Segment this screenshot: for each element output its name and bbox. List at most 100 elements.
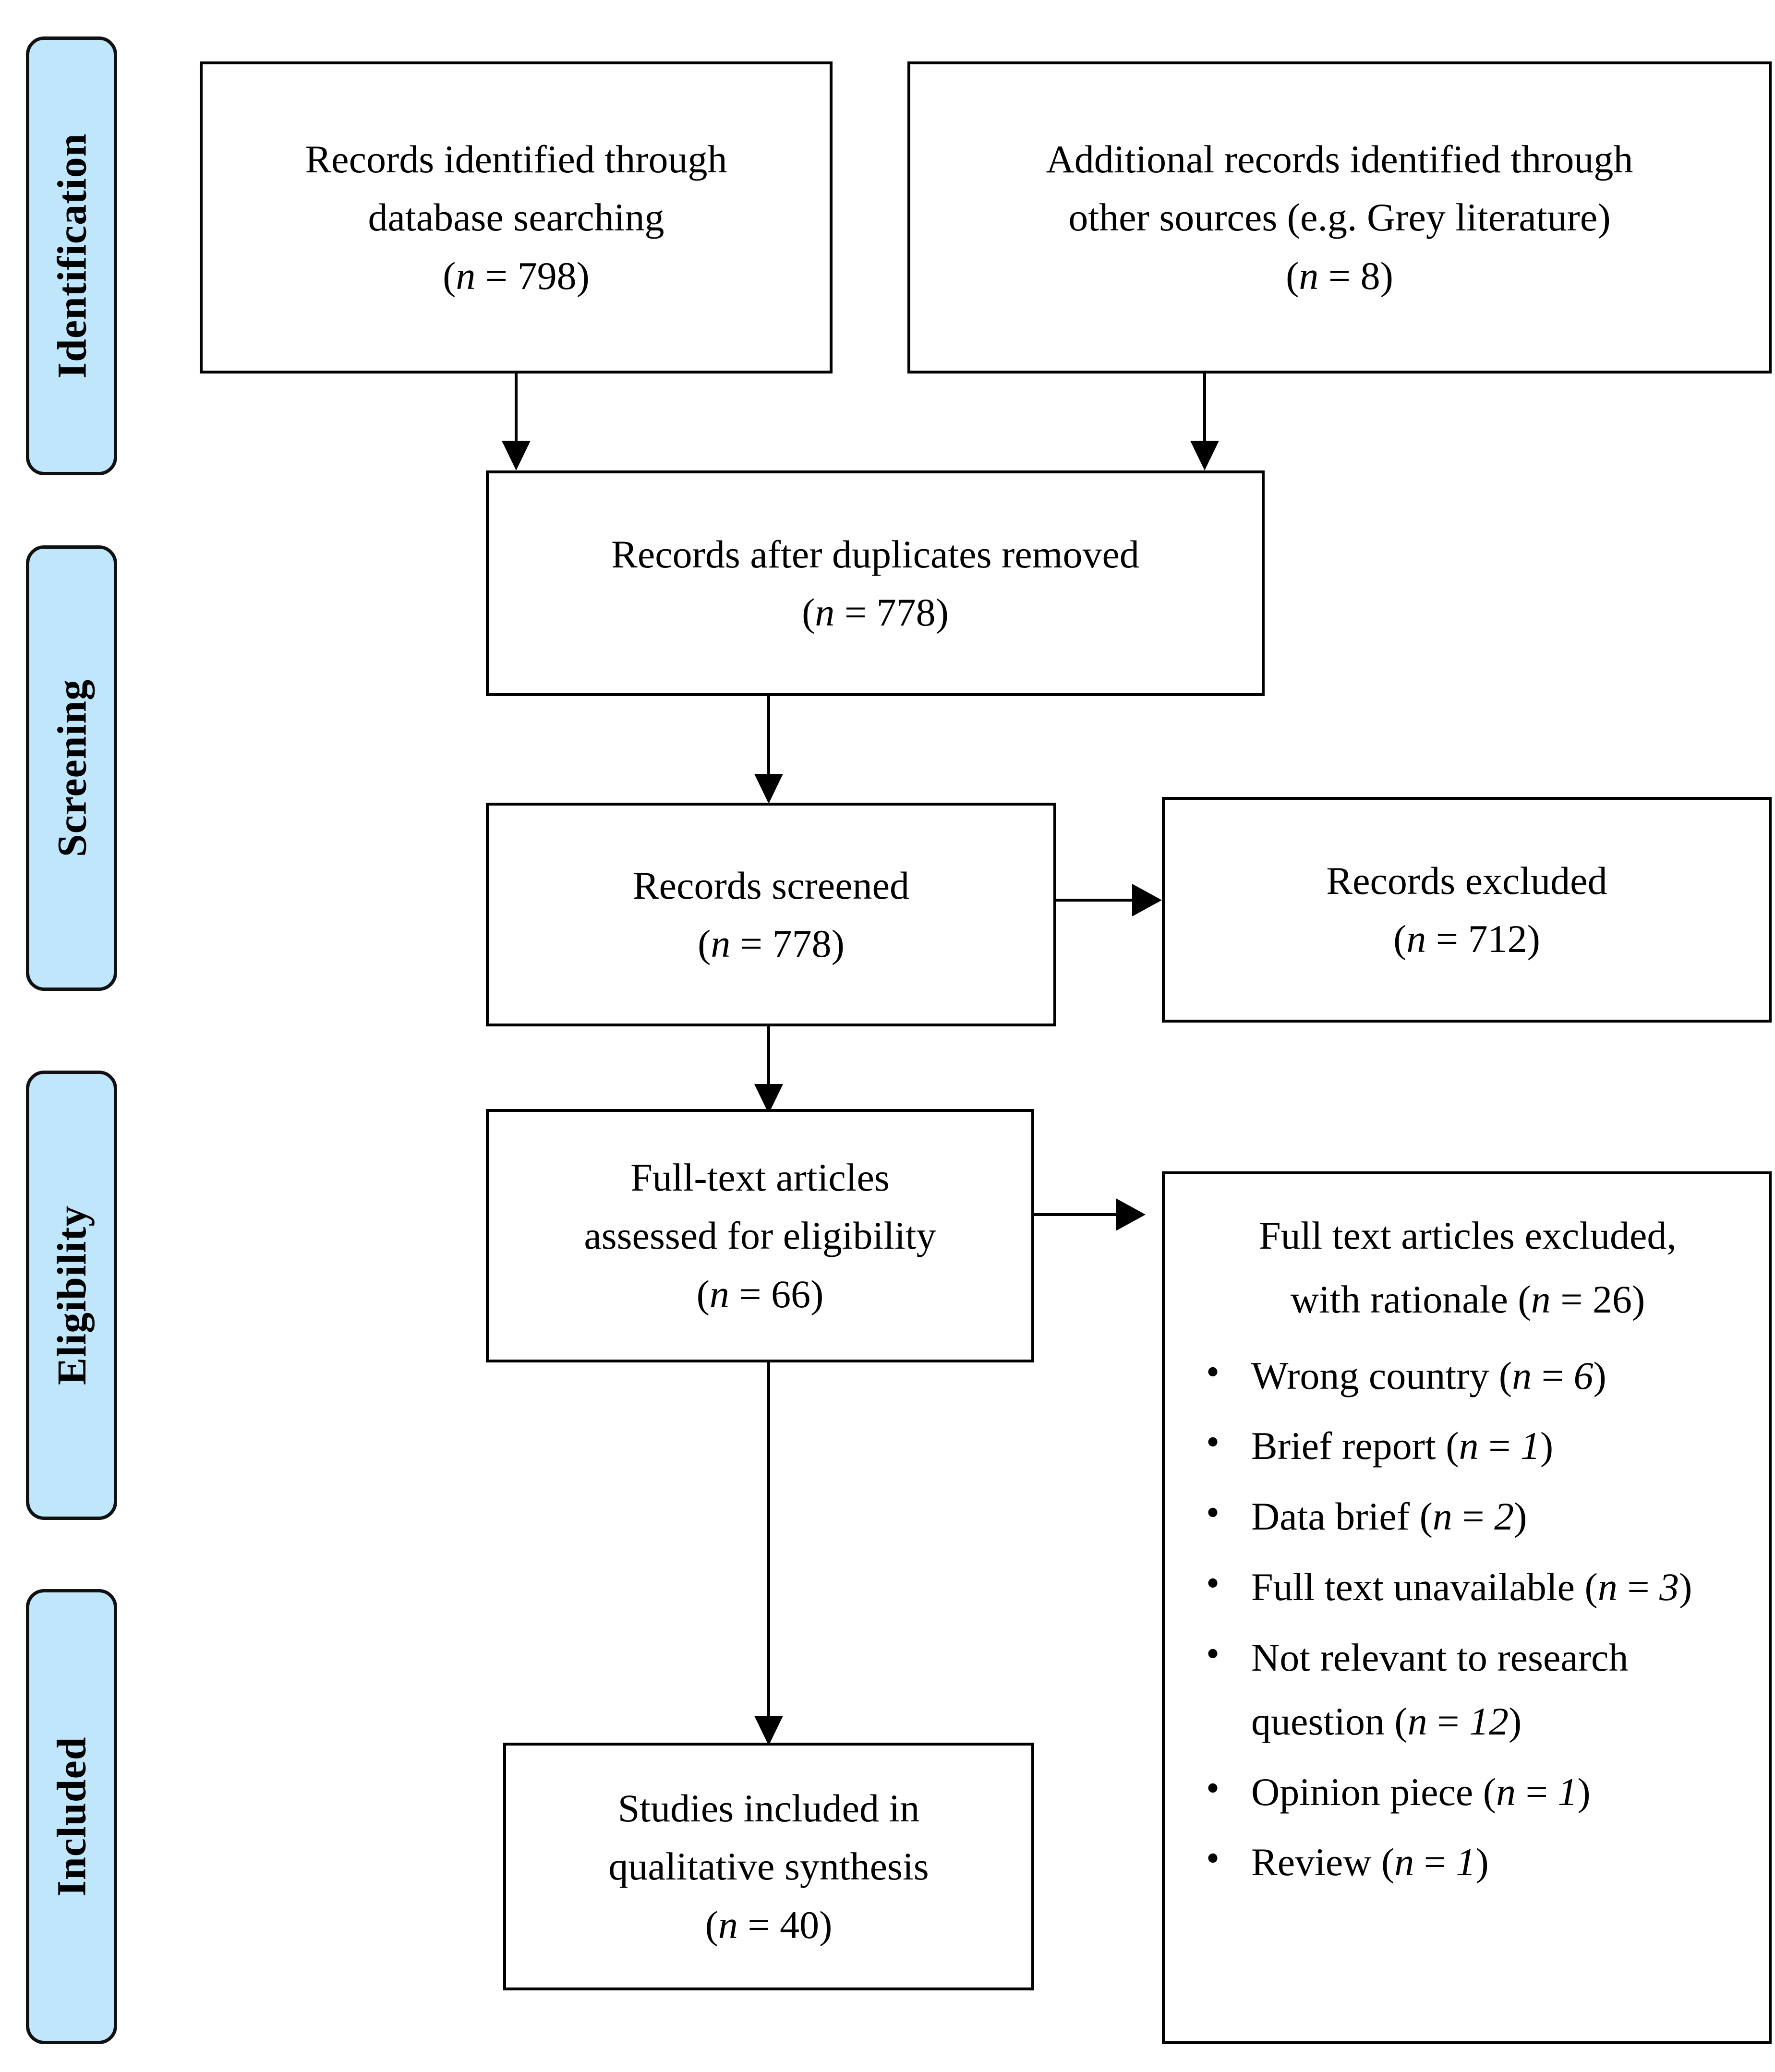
box-records-after-duplicates-line1: Records after duplicates removed (611, 532, 1139, 576)
equals: = (1516, 1770, 1558, 1814)
reason-label: Review ( (1251, 1840, 1395, 1884)
reason-label: Data brief ( (1251, 1494, 1433, 1539)
paren-open: ( (1393, 917, 1407, 961)
paren-close: ) (1577, 1770, 1591, 1814)
stage-label-included: Included (48, 1736, 95, 1897)
stage-tab-identification: Identification (26, 36, 117, 475)
list-item: Wrong country (n = 6) (1186, 1341, 1750, 1408)
equals: = (834, 590, 877, 634)
equals: = (737, 1903, 780, 1947)
box-records-screened-line1: Records screened (632, 863, 909, 907)
box-studies-included: Studies included in qualitative synthesi… (503, 1743, 1034, 1990)
stage-label-screening: Screening (48, 679, 95, 857)
equals: = (1318, 253, 1361, 298)
box-fulltext-excluded-rationale: Full text articles excluded, with ration… (1162, 1171, 1772, 2044)
box-additional-records-count: (n = 8) (1286, 247, 1393, 305)
count-value: 712 (1468, 917, 1527, 961)
excl-title-line2: with rationale (n = 26) (1186, 1268, 1750, 1332)
n-symbol: n (815, 590, 835, 634)
stage-tab-included: Included (26, 1589, 117, 2044)
equals: = (1478, 1424, 1521, 1468)
reason-label: Full text unavailable ( (1251, 1565, 1598, 1609)
reason-label: Wrong country ( (1251, 1353, 1512, 1397)
box-studies-included-count: (n = 40) (705, 1896, 833, 1954)
count-value: 798 (517, 253, 577, 298)
count-value: 40 (780, 1903, 820, 1947)
equals: = (1532, 1353, 1574, 1397)
reason-label: Opinion piece ( (1251, 1770, 1497, 1814)
count-value: 8 (1360, 253, 1380, 298)
count-value: 778 (876, 590, 936, 634)
box-fulltext-assessed-line2: assessed for eligibility (584, 1214, 936, 1258)
paren-close: ) (576, 253, 590, 298)
equals: = (475, 253, 518, 298)
box-records-excluded: Records excluded (n = 712) (1162, 797, 1772, 1023)
exclusion-reason-list: Wrong country (n = 6) Brief report (n = … (1186, 1341, 1750, 1902)
box-records-identified-database-line1: Records identified through (305, 137, 727, 181)
count-value: 26 (1592, 1277, 1632, 1321)
box-studies-included-line2: qualitative synthesis (608, 1844, 929, 1889)
count-value: 66 (771, 1272, 811, 1316)
list-item: Not relevant to research question (n = 1… (1186, 1623, 1750, 1754)
stage-label-identification: Identification (48, 133, 95, 379)
connector-line-duplicates-to-screened (767, 696, 770, 776)
box-additional-records-other-sources: Additional records identified through ot… (907, 61, 1772, 373)
arrow-duplicates-to-screened (754, 774, 783, 804)
paren-open: ( (696, 1272, 710, 1316)
paren-close: ) (810, 1272, 824, 1316)
count-value: 778 (772, 922, 832, 965)
paren-close: ) (1514, 1494, 1527, 1539)
count-value: 2 (1494, 1494, 1514, 1539)
paren-close: ) (1475, 1840, 1489, 1884)
equals: = (1427, 1699, 1469, 1743)
box-records-identified-database-count: (n = 798) (443, 247, 590, 305)
reason-label: Not relevant to research question ( (1251, 1635, 1629, 1743)
box-records-after-duplicates: Records after duplicates removed (n = 77… (486, 470, 1265, 696)
connector-line-db-to-duplicates (515, 373, 518, 442)
arrow-screened-to-excluded (1132, 884, 1162, 916)
n-symbol: n (1512, 1353, 1532, 1397)
paren-open: ( (698, 922, 711, 965)
arrow-fulltext-to-excluded-list (1116, 1198, 1146, 1231)
paren-open: ( (705, 1903, 718, 1947)
count-value: 12 (1469, 1699, 1509, 1743)
list-item: Full text unavailable (n = 3) (1186, 1553, 1750, 1619)
n-symbol: n (1394, 1840, 1414, 1884)
list-item: Review (n = 1) (1186, 1828, 1750, 1894)
paren-close: ) (1540, 1424, 1554, 1468)
stage-tab-screening: Screening (26, 545, 117, 991)
list-item: Brief report (n = 1) (1186, 1411, 1750, 1478)
count-value: 6 (1573, 1353, 1594, 1397)
equals: = (730, 922, 773, 965)
box-studies-included-line1: Studies included in (617, 1786, 920, 1830)
paren-close: ) (1631, 1277, 1645, 1321)
n-symbol: n (1459, 1424, 1479, 1468)
equals: = (1617, 1565, 1660, 1609)
connector-line-fulltext-to-excluded-list (1034, 1213, 1119, 1216)
box-records-after-duplicates-count: (n = 778) (802, 583, 949, 641)
n-symbol: n (1299, 253, 1319, 298)
paren-close: ) (1527, 917, 1540, 961)
arrow-db-to-duplicates (502, 441, 531, 470)
box-records-screened-count: (n = 778) (698, 915, 845, 973)
connector-line-fulltext-to-included (767, 1362, 770, 1718)
excl-title-prefix: with rationale ( (1290, 1277, 1531, 1321)
list-item: Data brief (n = 2) (1186, 1482, 1750, 1549)
paren-open: ( (802, 590, 815, 634)
excl-title: Full text articles excluded, with ration… (1186, 1204, 1750, 1332)
reason-label: Brief report ( (1251, 1424, 1459, 1468)
count-value: 1 (1558, 1770, 1578, 1814)
box-records-screened: Records screened (n = 778) (486, 803, 1056, 1026)
box-additional-records-line1: Additional records identified through (1046, 137, 1633, 181)
box-additional-records-line2: other sources (e.g. Grey literature) (1068, 195, 1611, 240)
paren-open: ( (443, 253, 456, 298)
n-symbol: n (1496, 1770, 1516, 1814)
equals: = (1550, 1277, 1593, 1321)
excl-title-line1: Full text articles excluded, (1259, 1214, 1677, 1257)
paren-close: ) (831, 922, 845, 965)
box-records-excluded-count: (n = 712) (1393, 910, 1540, 968)
equals: = (1414, 1840, 1456, 1884)
count-value: 3 (1659, 1565, 1679, 1609)
paren-open: ( (1286, 253, 1299, 298)
